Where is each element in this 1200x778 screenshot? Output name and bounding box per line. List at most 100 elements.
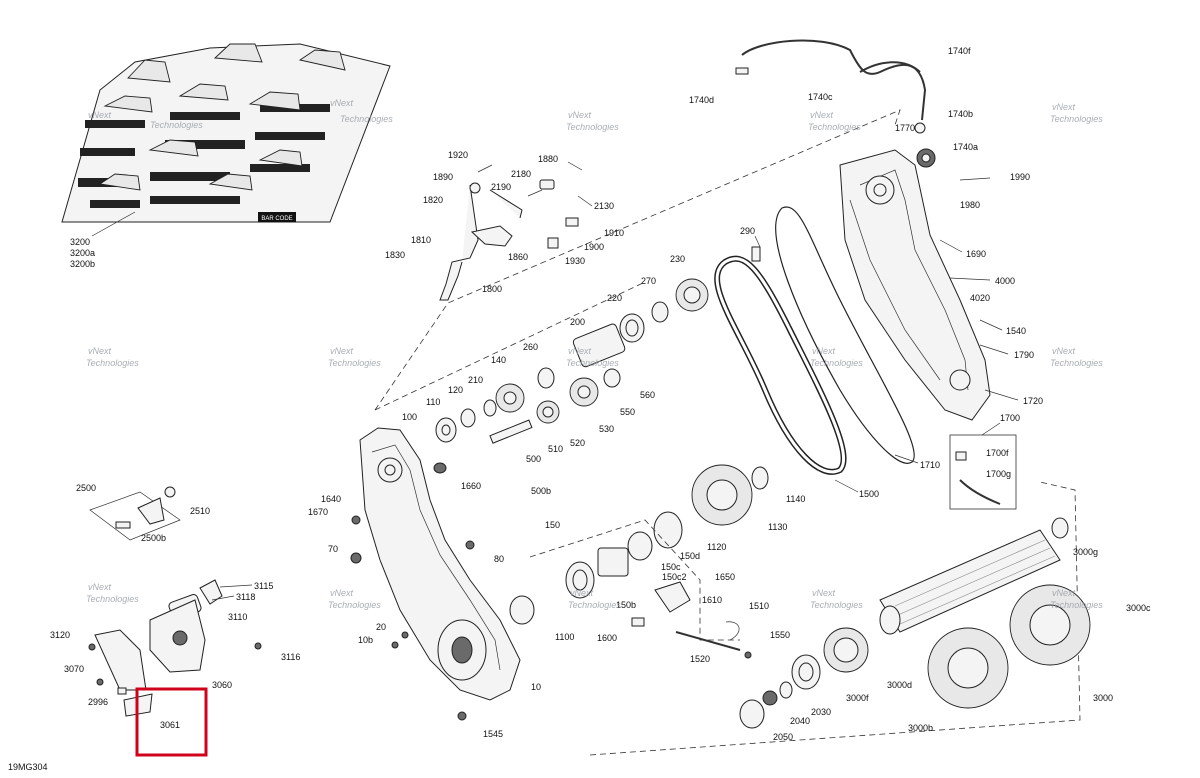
diagram-code: 19MG304 [8, 762, 48, 772]
callout-20: 20 [376, 622, 386, 632]
callout-1720: 1720 [1023, 396, 1043, 406]
watermark-text: vNext [568, 346, 592, 356]
kit-box-1700 [949, 422, 1017, 510]
callout-150d: 150d [680, 551, 700, 561]
callout-2030: 2030 [811, 707, 831, 717]
callout-3200a: 3200a [70, 248, 95, 258]
callout-270: 270 [641, 276, 656, 286]
watermark-text: vNext [568, 110, 592, 120]
track-3200: BAR CODE [61, 43, 391, 237]
callout-3200b: 3200b [70, 259, 95, 269]
callout-2040: 2040 [790, 716, 810, 726]
callout-3116: 3116 [281, 652, 300, 662]
callout-2510: 2510 [190, 506, 210, 516]
chaincase-housing-10 [350, 427, 521, 721]
callout-1890: 1890 [433, 172, 453, 182]
callout-560: 560 [640, 390, 655, 400]
callout-1910: 1910 [604, 228, 624, 238]
callout-1880: 1880 [538, 154, 558, 164]
callout-1820: 1820 [423, 195, 443, 205]
watermark-text: vNext [88, 346, 112, 356]
callout-1130: 1130 [768, 522, 787, 532]
callout-100: 100 [402, 412, 417, 422]
callout-1550: 1550 [770, 630, 790, 640]
callout-1500: 1500 [859, 489, 879, 499]
watermark-text: vNext [1052, 346, 1076, 356]
callout-120: 120 [448, 385, 463, 395]
callout-210: 210 [468, 375, 483, 385]
highlight-box-3061[interactable] [135, 687, 208, 757]
callout-1790: 1790 [1014, 350, 1034, 360]
watermark-text: Technologies [810, 358, 863, 368]
watermark-text: Technologies [86, 358, 139, 368]
watermark-text: vNext [810, 110, 834, 120]
shaft-set-boundary [529, 519, 740, 641]
callout-1700g: 1700g [986, 469, 1011, 479]
callout-1540: 1540 [1006, 326, 1026, 336]
watermark-text: vNext [330, 588, 354, 598]
callout-150: 150 [545, 520, 560, 530]
shift-linkage [439, 161, 593, 301]
watermark-text: Technologies [568, 600, 621, 610]
callout-150b: 150b [616, 600, 636, 610]
callout-3061[interactable]: 3061 [160, 720, 180, 730]
callout-3060: 3060 [212, 680, 232, 690]
callout-2996: 2996 [88, 697, 108, 707]
callout-3110: 3110 [228, 612, 247, 622]
callout-2190: 2190 [491, 182, 511, 192]
actuator-3060 [88, 579, 262, 717]
callout-2050: 2050 [773, 732, 793, 742]
watermark-text: Technologies [150, 120, 203, 130]
callout-1800: 1800 [482, 284, 502, 294]
callout-3120: 3120 [50, 630, 70, 640]
watermark-text: vNext [88, 582, 112, 592]
callout-3000: 3000 [1093, 693, 1113, 703]
watermark-text: Technologies [328, 600, 381, 610]
callout-1600: 1600 [597, 633, 617, 643]
watermark-text: Technologies [328, 358, 381, 368]
watermark-text: Technologies [566, 122, 619, 132]
callout-520: 520 [570, 438, 585, 448]
callout-1640: 1640 [321, 494, 341, 504]
callout-1740d: 1740d [689, 95, 714, 105]
callout-1920: 1920 [448, 150, 468, 160]
watermark-text: vNext [330, 346, 354, 356]
callout-2130: 2130 [594, 201, 614, 211]
callout-230: 230 [670, 254, 685, 264]
watermark-text: vNext [812, 346, 836, 356]
callout-2180: 2180 [511, 169, 531, 179]
callout-110: 110 [426, 397, 440, 407]
watermark-text: Technologies [566, 358, 619, 368]
callout-150c2: 150c2 [662, 572, 687, 582]
sprocket-3000c [1009, 584, 1091, 666]
callout-260: 260 [523, 342, 538, 352]
callout-220: 220 [607, 293, 622, 303]
callout-3070: 3070 [64, 664, 84, 674]
watermark-text: Technologies [810, 600, 863, 610]
callout-1830: 1830 [385, 250, 405, 260]
callout-1710: 1710 [920, 460, 940, 470]
callout-1650: 1650 [715, 572, 735, 582]
callout-1740c: 1740c [808, 92, 833, 102]
watermark-text: Technologies [808, 122, 861, 132]
callout-200: 200 [570, 317, 585, 327]
callout-1860: 1860 [508, 252, 528, 262]
callout-550: 550 [620, 407, 635, 417]
callout-1100: 1100 [555, 632, 574, 642]
callout-2500b: 2500b [141, 533, 166, 543]
sprocket-3000b [927, 627, 1009, 709]
watermarks: vNext Technologies vNext Technologies vN… [86, 98, 1103, 610]
bracket-2500 [89, 486, 181, 541]
callout-1900: 1900 [584, 242, 604, 252]
watermark-text: Technologies [1050, 114, 1103, 124]
callout-290: 290 [740, 226, 755, 236]
callout-80: 80 [494, 554, 504, 564]
watermark-text: vNext [1052, 588, 1076, 598]
callout-1660: 1660 [461, 481, 481, 491]
lower-sprocket-set [509, 464, 769, 659]
callout-4000: 4000 [995, 276, 1015, 286]
watermark-text: vNext [88, 110, 112, 120]
callout-1670: 1670 [308, 507, 328, 517]
callout-3000g: 3000g [1073, 547, 1098, 557]
